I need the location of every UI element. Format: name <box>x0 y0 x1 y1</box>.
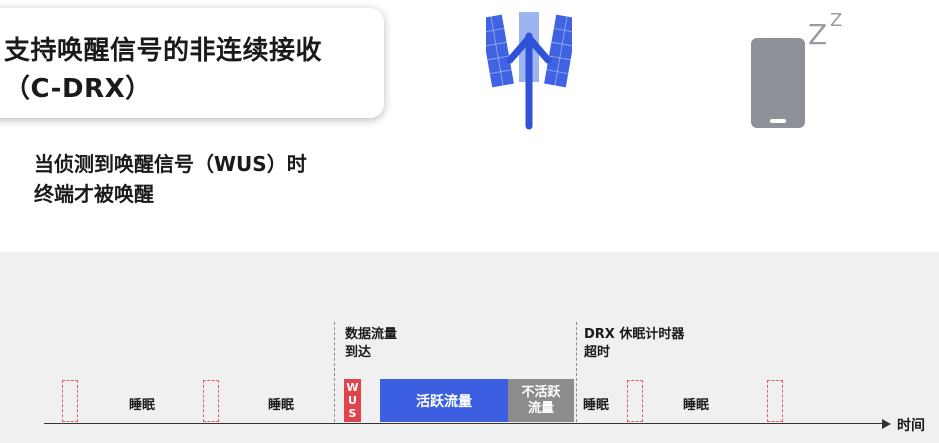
description-line-2: 终端才被唤醒 <box>34 182 154 206</box>
time-axis-label: 时间 <box>897 418 925 434</box>
inactive-traffic-label-line1: 不活跃 <box>521 384 561 400</box>
sleep-label: 睡眠 <box>268 398 295 413</box>
wus-letter: S <box>348 407 357 420</box>
annotation-timer-expiry-line1: DRX 休眠计时器 <box>584 327 685 342</box>
sleep-label: 睡眠 <box>583 398 610 413</box>
title-line-2: （C-DRX） <box>4 74 152 104</box>
sleep-label: 睡眠 <box>683 398 710 413</box>
wus-letter: W <box>346 381 359 394</box>
inactive-traffic-label-line2: 流量 <box>527 400 554 416</box>
description-line-1: 当侦测到唤醒信号（WUS）时 <box>34 152 307 176</box>
wus-letter: U <box>348 394 357 407</box>
annotation-timer-expiry: DRX 休眠计时器 超时 <box>584 326 684 362</box>
annotation-data-arrival-line1: 数据流量 <box>345 327 398 342</box>
inactive-traffic-box: 不活跃 流量 <box>508 379 574 422</box>
title-line-1: 支持唤醒信号的非连续接收 <box>4 36 323 66</box>
annotation-data-arrival-line2: 到达 <box>345 345 372 360</box>
zzz-small-letter: Z <box>830 10 843 31</box>
zzz-big-letter: Z <box>808 18 828 51</box>
satellite-tower-icon <box>480 12 578 132</box>
wake-check-slot <box>627 380 643 422</box>
sleep-label: 睡眠 <box>129 398 156 413</box>
zzz-sleep-icon: Z Z <box>808 10 848 51</box>
data-arrival-marker <box>334 322 335 422</box>
time-axis-arrowhead <box>882 419 891 429</box>
annotation-timer-expiry-line2: 超时 <box>584 345 611 360</box>
sleeping-phone-icon <box>750 38 806 128</box>
wake-check-slot <box>203 380 219 422</box>
time-axis <box>44 423 884 424</box>
active-traffic-label: 活跃流量 <box>416 393 472 410</box>
wus-signal-box: W U S <box>344 379 361 422</box>
timer-expiry-marker <box>576 322 577 422</box>
active-traffic-box: 活跃流量 <box>380 379 508 422</box>
annotation-data-arrival: 数据流量 到达 <box>345 326 397 362</box>
wake-check-slot <box>767 380 783 422</box>
title-card: 支持唤醒信号的非连续接收 （C-DRX） <box>0 8 384 118</box>
wake-check-slot <box>62 380 78 422</box>
